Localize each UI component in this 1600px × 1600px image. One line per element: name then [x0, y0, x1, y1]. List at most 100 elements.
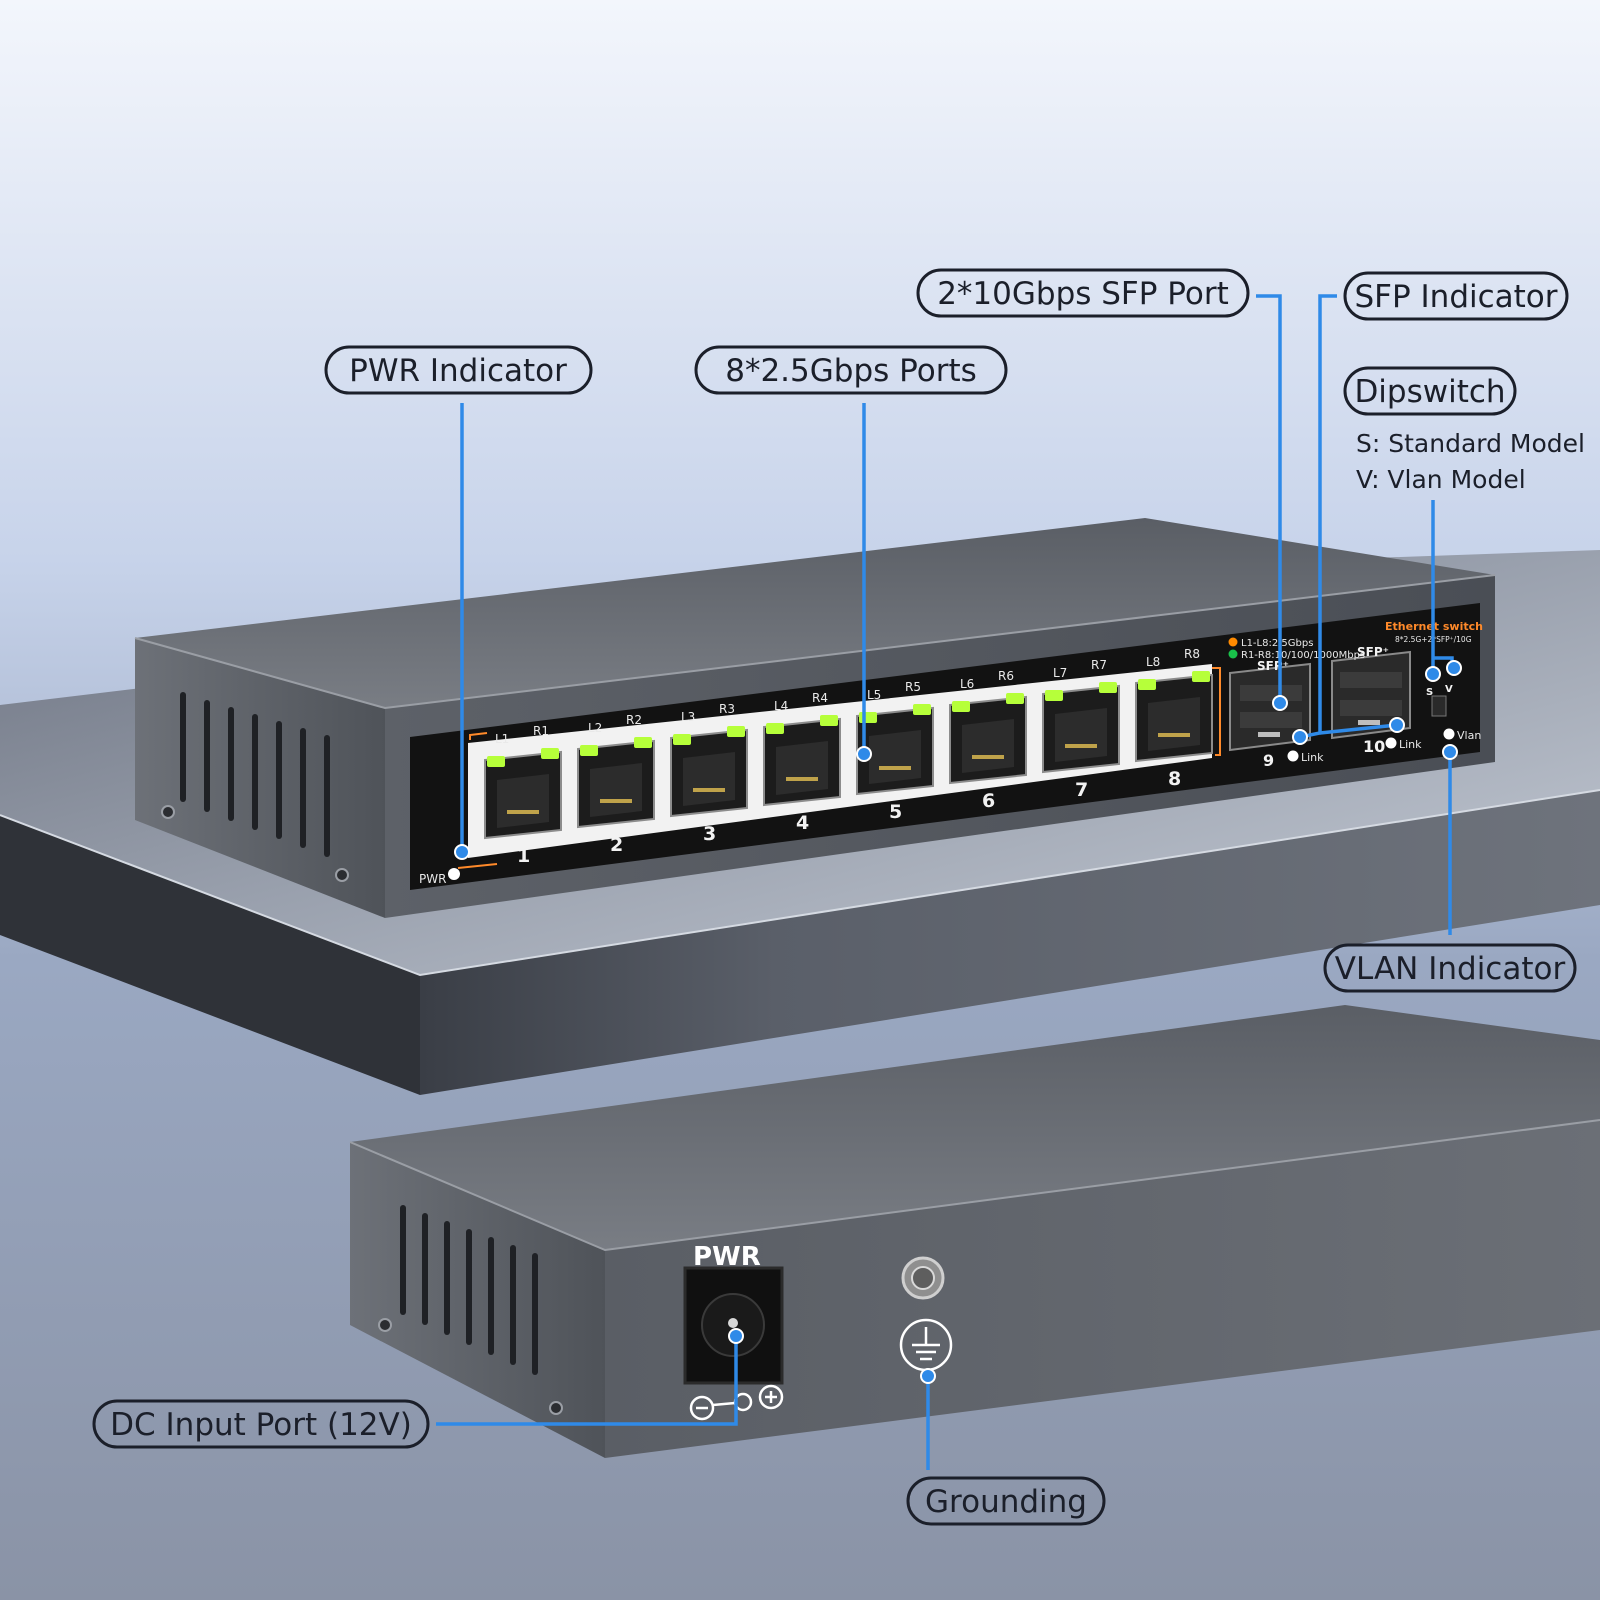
- dipswitch[interactable]: [1431, 695, 1447, 717]
- led-l2: [580, 745, 598, 756]
- led-r6: [1006, 693, 1024, 704]
- rj45-socket: [683, 752, 735, 806]
- callout-vlan-indicator-text: VLAN Indicator: [1335, 951, 1566, 987]
- led-l3: [673, 734, 691, 745]
- led-l6: [952, 701, 970, 712]
- grounding-screw[interactable]: [901, 1256, 945, 1300]
- sfp-port-9[interactable]: [1229, 662, 1311, 752]
- pwr-led: [448, 868, 460, 880]
- callout-sfp-port: 2*10Gbps SFP Port: [916, 268, 1288, 711]
- rj45-port-5[interactable]: [856, 704, 934, 796]
- callout-dipswitch-text: Dipswitch: [1354, 374, 1505, 410]
- sfp-port-10[interactable]: [1331, 650, 1411, 740]
- led-label-r6: R6: [998, 669, 1014, 683]
- vlan-label: Vlan: [1457, 729, 1481, 742]
- led-r1: [541, 748, 559, 759]
- led-label-l2: L2: [588, 721, 602, 735]
- rj45-pins: [972, 755, 1004, 759]
- led-r3: [727, 726, 745, 737]
- dipswitch-v-note: V: Vlan Model: [1356, 465, 1526, 494]
- led-label-l5: L5: [867, 688, 881, 702]
- led-label-r1: R1: [533, 724, 549, 738]
- dip-s-label: S: [1426, 687, 1433, 698]
- dc-input-jack[interactable]: [683, 1266, 784, 1385]
- rj45-socket: [1055, 708, 1107, 762]
- rj45-pins: [1065, 744, 1097, 748]
- led-l5: [859, 712, 877, 723]
- sfp-link-led-9: [1287, 750, 1299, 762]
- led-r2: [634, 737, 652, 748]
- led-label-r3: R3: [719, 702, 735, 716]
- legend-r-text: R1-R8:10/100/1000Mbps: [1241, 650, 1365, 661]
- led-r5: [913, 704, 931, 715]
- led-l1: [487, 756, 505, 767]
- rj45-pins: [786, 777, 818, 781]
- rj45-pins: [693, 788, 725, 792]
- callout-vlan-indicator: VLAN Indicator: [1323, 744, 1577, 993]
- led-label-l6: L6: [960, 677, 974, 691]
- led-label-r5: R5: [905, 680, 921, 694]
- rj45-port-4[interactable]: [763, 715, 841, 807]
- side-vents: [180, 692, 330, 857]
- port-number-6: 6: [982, 790, 995, 812]
- port-number-1: 1: [517, 845, 530, 867]
- callout-dipswitch: Dipswitch S: Standard Model V: Vlan Mode…: [1343, 366, 1585, 682]
- led-label-r4: R4: [812, 691, 828, 705]
- screw: [378, 1318, 392, 1332]
- callout-ports-25g: 8*2.5Gbps Ports: [694, 345, 1008, 762]
- sfp-label-9: SFP⁺: [1257, 659, 1289, 673]
- led-r4: [820, 715, 838, 726]
- front-switch: L1R11L2R22L3R33L4R44L5R55L6R66L7R77L8R88…: [134, 518, 1496, 918]
- led-r7: [1099, 682, 1117, 693]
- rear-switch: PWR: [349, 1005, 1600, 1458]
- rj45-socket: [962, 719, 1014, 773]
- rj45-port-2[interactable]: [577, 737, 655, 829]
- led-label-l3: L3: [681, 710, 695, 724]
- sfp-link-label-9: Link: [1301, 751, 1324, 764]
- sfp-link-label-10: Link: [1399, 738, 1422, 751]
- callout-sfp-indicator-text: SFP Indicator: [1354, 279, 1557, 315]
- callout-pwr-indicator-text: PWR Indicator: [349, 353, 567, 389]
- rj45-port-3[interactable]: [670, 726, 748, 818]
- led-label-r2: R2: [626, 713, 642, 727]
- callout-grounding: Grounding: [906, 1368, 1106, 1526]
- callout-grounding-text: Grounding: [925, 1484, 1087, 1520]
- pwr-label: PWR: [419, 872, 446, 886]
- led-l4: [766, 723, 784, 734]
- port-number-7: 7: [1075, 779, 1088, 801]
- led-label-l4: L4: [774, 699, 788, 713]
- screw: [335, 868, 349, 882]
- led-label-r8: R8: [1184, 647, 1200, 661]
- rj45-pins: [507, 810, 539, 814]
- sfp-port-number-10: 10: [1363, 737, 1385, 756]
- screw: [549, 1401, 563, 1415]
- rj45-socket: [590, 763, 642, 817]
- rj45-socket: [776, 741, 828, 795]
- rj45-socket: [497, 774, 549, 828]
- rj45-port-6[interactable]: [949, 693, 1027, 785]
- dipswitch-s-note: S: Standard Model: [1356, 429, 1585, 458]
- callout-pwr-indicator: PWR Indicator: [324, 345, 593, 860]
- rj45-socket: [869, 730, 921, 784]
- port-number-3: 3: [703, 823, 716, 845]
- rj45-pins: [1158, 733, 1190, 737]
- sfp-port-number-9: 9: [1263, 751, 1274, 770]
- port-number-2: 2: [610, 834, 623, 856]
- screw: [161, 805, 175, 819]
- callout-sfp-port-text: 2*10Gbps SFP Port: [937, 276, 1229, 312]
- rj45-pins: [600, 799, 632, 803]
- rear-side-vents: [400, 1205, 538, 1375]
- rj45-port-7[interactable]: [1042, 682, 1120, 774]
- callout-dc-input: DC Input Port (12V): [92, 1328, 744, 1449]
- rj45-port-1[interactable]: [484, 748, 562, 840]
- port-number-8: 8: [1168, 768, 1181, 790]
- legend-orange-dot: [1228, 637, 1238, 647]
- legend-green-dot: [1228, 649, 1238, 659]
- callout-ports-25g-text: 8*2.5Gbps Ports: [725, 353, 977, 389]
- port-number-5: 5: [889, 801, 902, 823]
- rj45-socket: [1148, 697, 1200, 751]
- led-label-r7: R7: [1091, 658, 1107, 672]
- led-l7: [1045, 690, 1063, 701]
- rj45-port-8[interactable]: [1135, 671, 1213, 763]
- callout-sfp-indicator: SFP Indicator: [1292, 271, 1569, 745]
